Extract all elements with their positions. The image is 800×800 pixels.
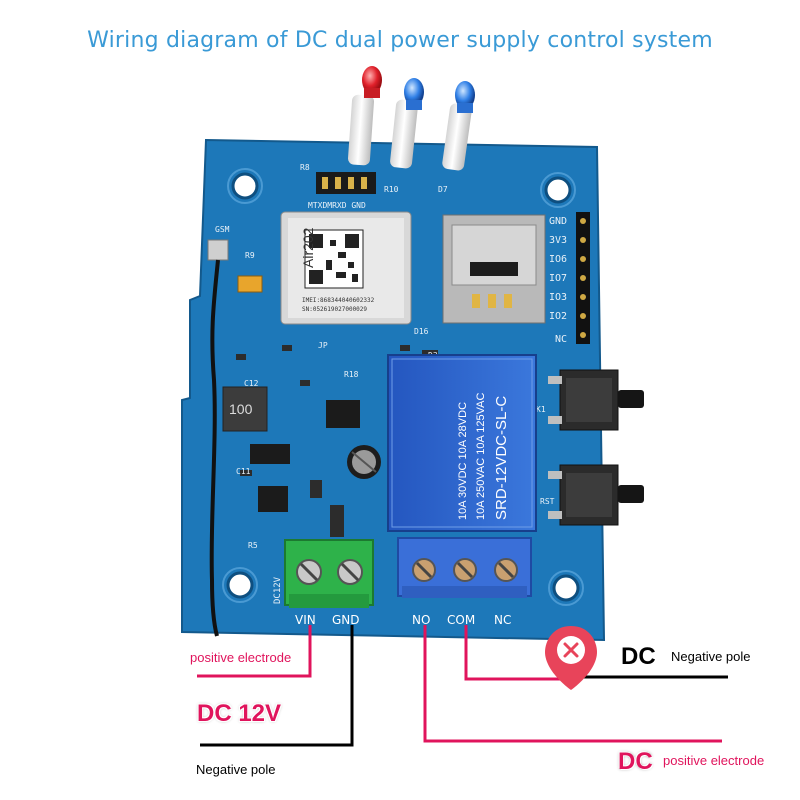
terminal-nc: NC bbox=[494, 613, 511, 627]
pin-io3: IO3 bbox=[549, 292, 567, 303]
pin-io6: IO6 bbox=[549, 254, 567, 265]
silk-r5: R5 bbox=[248, 541, 258, 550]
terminal-com: COM bbox=[447, 613, 475, 627]
relay-model: SRD-12VDC-SL-C bbox=[493, 396, 510, 520]
uart-header: MTXDMRXD GND bbox=[308, 172, 376, 210]
silk-r8: R8 bbox=[300, 163, 310, 172]
silk-k1: K1 bbox=[536, 405, 546, 414]
wire-gnd-negative bbox=[200, 625, 354, 747]
pin-io7: IO7 bbox=[549, 273, 567, 284]
silk-jp: JP bbox=[318, 341, 328, 350]
pin-io2: IO2 bbox=[549, 311, 567, 322]
electrolytic-capacitor bbox=[347, 445, 381, 479]
rst-push-button bbox=[548, 464, 644, 526]
module-imei: IMEI:868344040602332 bbox=[302, 297, 375, 304]
positive-electrode-right-label: positive electrode bbox=[663, 753, 765, 768]
led-blue-1 bbox=[390, 78, 424, 169]
uart-label: MTXDMRXD GND bbox=[308, 201, 366, 210]
silk-r18: R18 bbox=[344, 370, 359, 379]
k1-push-button bbox=[548, 369, 644, 431]
silk-rst: RST bbox=[540, 497, 555, 506]
relay-rating-ac: 10A 250VAC 10A 125VAC bbox=[475, 393, 487, 520]
wire-vin-positive bbox=[197, 625, 312, 678]
relay: SRD-12VDC-SL-C 10A 250VAC 10A 125VAC 10A… bbox=[387, 354, 537, 532]
silk-d16: D16 bbox=[414, 327, 429, 336]
negative-pole-right-label: Negative pole bbox=[671, 649, 751, 664]
sim-card-holder bbox=[442, 214, 546, 324]
power-terminal-block: DC12V bbox=[273, 539, 374, 608]
led-blue-2 bbox=[442, 81, 475, 171]
wire-no-positive bbox=[423, 625, 722, 743]
dc12v-label: DC12V bbox=[273, 576, 283, 604]
silk-r9: R9 bbox=[245, 251, 255, 260]
diode-large bbox=[250, 444, 290, 464]
pin-gnd: GND bbox=[549, 216, 567, 227]
mounting-holes bbox=[226, 172, 580, 602]
terminal-gnd: GND bbox=[332, 613, 360, 627]
tantalum-capacitor bbox=[237, 275, 263, 293]
dc-negative-label: DC bbox=[621, 643, 656, 670]
terminal-no: NO bbox=[412, 613, 430, 627]
positive-electrode-left-label: positive electrode bbox=[190, 650, 292, 665]
io-pin-header: GND 3V3 IO6 IO7 IO3 IO2 NC bbox=[549, 212, 590, 345]
wires bbox=[197, 625, 728, 747]
relay-rating-dc: 10A 30VDC 10A 28VDC bbox=[457, 402, 469, 520]
close-marker-icon bbox=[545, 626, 597, 690]
led-red bbox=[347, 66, 382, 166]
smd-components bbox=[236, 345, 438, 537]
silk-d7: D7 bbox=[438, 185, 448, 194]
dc-12v-label: DC 12V bbox=[197, 700, 282, 727]
ic-chip-1 bbox=[326, 400, 360, 428]
antenna-wire: GSM bbox=[207, 225, 230, 637]
terminal-vin: VIN bbox=[295, 613, 316, 627]
diagram-title: Wiring diagram of DC dual power supply c… bbox=[87, 28, 713, 53]
relay-terminal-block bbox=[397, 537, 532, 598]
dc-positive-label: DC bbox=[618, 748, 653, 775]
gsm-module: Air202 IMEI:868344040602332 SN:052619027… bbox=[280, 211, 412, 325]
pin-nc: NC bbox=[555, 334, 567, 345]
pin-3v3: 3V3 bbox=[549, 235, 567, 246]
module-label: Air202 bbox=[300, 227, 316, 268]
inductor: 100 bbox=[222, 386, 268, 432]
module-sn: SN:052619027000029 bbox=[302, 306, 367, 313]
wire-com-negative bbox=[464, 625, 575, 681]
gsm-label: GSM bbox=[215, 225, 230, 234]
negative-pole-bottom-label: Negative pole bbox=[196, 762, 276, 777]
silk-c12: C12 bbox=[244, 379, 259, 388]
silk-r10: R10 bbox=[384, 185, 399, 194]
ic-chip-2 bbox=[258, 486, 288, 512]
silk-c11: C11 bbox=[236, 467, 251, 476]
inductor-label: 100 bbox=[229, 401, 253, 417]
